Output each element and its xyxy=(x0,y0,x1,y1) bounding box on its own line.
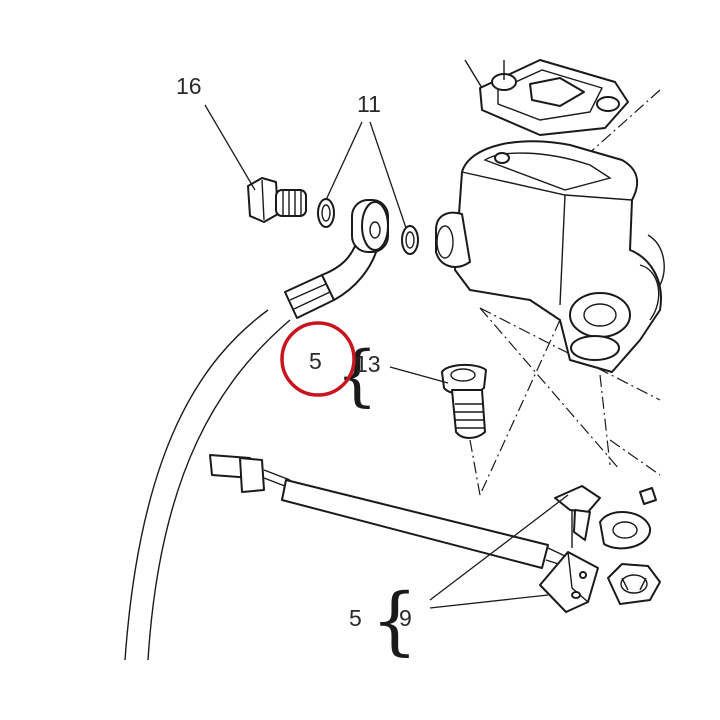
sealing-washer-left xyxy=(317,198,335,228)
callout-9: 9 xyxy=(399,605,412,631)
banjo-bolt xyxy=(247,177,307,223)
callout-13: 13 xyxy=(355,351,381,377)
sealing-washer-right xyxy=(401,225,419,255)
callout-16: 16 xyxy=(176,73,202,99)
kit-brace-bottom: { xyxy=(371,578,418,664)
callout-5-top: 5 xyxy=(309,348,322,374)
reservoir-cover xyxy=(464,59,629,136)
callout-11: 11 xyxy=(357,91,381,117)
brake-hose xyxy=(124,237,379,661)
stoplight-switch-cable xyxy=(209,454,599,613)
callout-5-bottom: 5 xyxy=(349,605,362,631)
master-cylinder-body xyxy=(435,140,665,373)
leader-lines xyxy=(204,104,569,609)
switch-bracket xyxy=(554,485,657,550)
mounting-screw xyxy=(441,364,487,439)
kit-brace-top: { xyxy=(336,337,378,414)
highlight-ring xyxy=(280,321,356,397)
banjo-fitting xyxy=(351,199,389,253)
castle-nut xyxy=(607,563,661,605)
